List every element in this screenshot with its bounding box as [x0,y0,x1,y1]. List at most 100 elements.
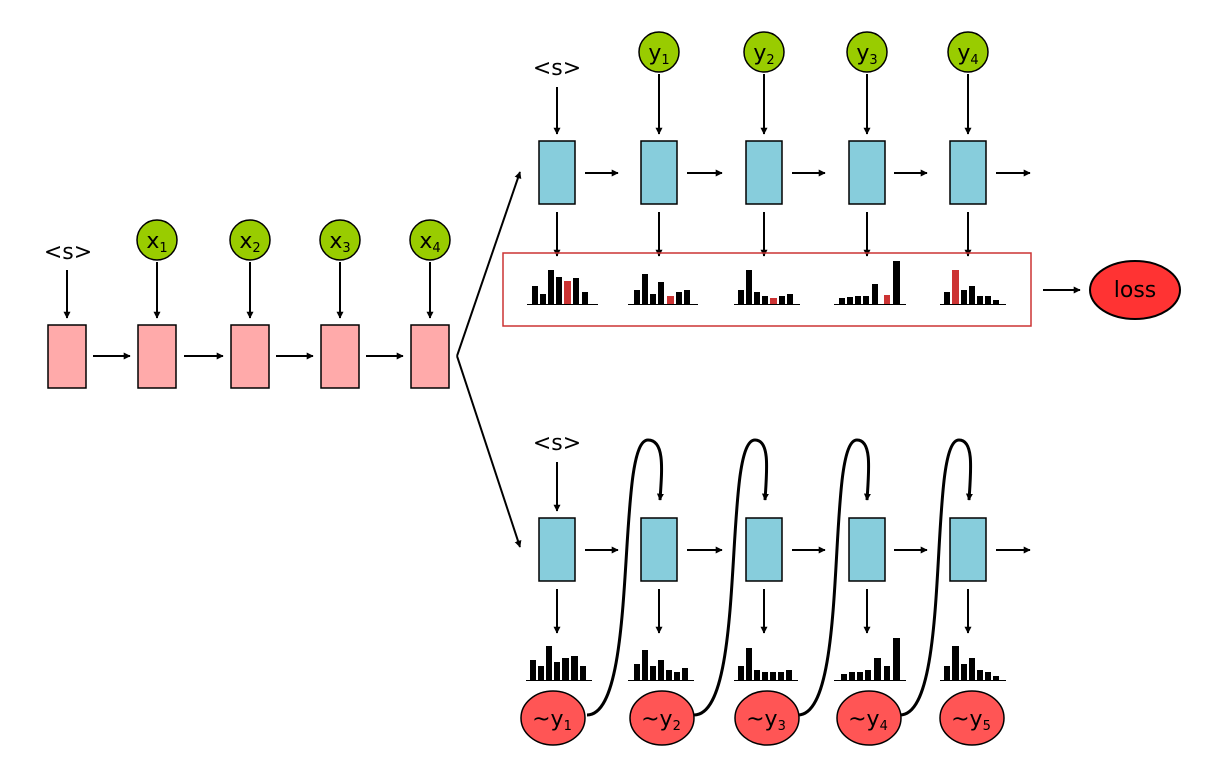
dist-bar [874,658,881,680]
dist-bar [642,650,648,680]
decoder-cell [848,517,886,582]
dist-bar [977,296,983,304]
svg-text:x3: x3 [329,229,350,256]
decoder-cell [949,140,987,205]
sample-label: ~y [641,707,672,732]
input-subscript: 4 [432,241,440,256]
dist-bar [985,296,991,304]
sample-subscript: 4 [880,719,888,734]
dist-bar [985,672,991,680]
encoder-start-token: <s> [44,240,92,265]
encoder-cell [320,324,360,389]
dist-bar [642,274,648,304]
sample-y2: ~y2 [629,690,695,746]
dist-bar [738,666,744,680]
target-y3: y3 [846,31,888,73]
encoder-cell [230,324,270,389]
sampling-decoder: <s> [520,431,1031,746]
encoder-cell [47,324,87,389]
output-distribution [834,261,906,305]
dist-bar [540,294,546,304]
dist-bar [762,296,768,304]
dist-bar [530,660,536,680]
target-label: y [957,41,970,66]
output-distribution [734,270,800,305]
svg-text:y3: y3 [856,41,877,68]
svg-text:y2: y2 [753,41,774,68]
sample-y4: ~y4 [836,690,902,746]
dist-bar [580,666,586,680]
dist-bar [778,672,784,680]
target-node [947,31,989,73]
svg-text:~y1: ~y1 [532,707,572,734]
svg-text:~y4: ~y4 [848,707,888,734]
dist-bar [977,670,983,680]
sample-subscript: 3 [778,719,786,734]
sample-y5: ~y5 [939,690,1005,746]
input-subscript: 1 [159,241,167,256]
dist-bar-target [884,295,890,304]
dist-bar-target [564,281,571,304]
dist-bar [684,290,690,304]
dist-bar [546,646,552,680]
target-label: y [648,41,661,66]
sample-subscript: 1 [564,719,572,734]
encoder-input-x4: x4 [409,219,451,261]
dist-bar [634,664,640,680]
dist-bar [855,296,861,304]
dist-bar [682,668,688,680]
dist-bar [847,297,853,304]
decoder-cell [538,517,576,582]
dist-bar [969,286,975,304]
output-distribution [734,648,798,681]
dist-bar [849,672,855,680]
sample-subscript: 2 [673,719,681,734]
sample-y3: ~y3 [734,690,800,746]
dist-bar [746,270,752,304]
target-node [846,31,888,73]
decoder-cell [538,140,576,205]
dist-bar [754,292,760,304]
dist-bar [650,666,656,680]
encoder-input-x1: x1 [136,219,178,261]
input-subscript: 2 [252,241,260,256]
input-label: x [239,229,252,254]
dist-bar [746,648,752,680]
target-node [743,31,785,73]
output-distribution [628,274,698,305]
sample-label: ~y [532,707,563,732]
svg-text:y1: y1 [648,41,669,68]
decoder-cell [640,140,678,205]
dist-bar [839,298,845,304]
loss-box [502,252,1032,327]
target-subscript: 2 [766,53,774,68]
sample-label: ~y [951,707,982,732]
svg-text:x4: x4 [419,229,440,256]
target-y1: y1 [638,31,680,73]
branch-arrow-top [456,171,522,357]
svg-text:~y3: ~y3 [746,707,786,734]
dist-bar-target [667,296,674,304]
dist-bar [582,292,588,304]
dist-bar [658,660,664,680]
branch-arrow-bottom [456,355,522,548]
dist-bar [893,261,900,304]
dist-bar [571,656,578,680]
dist-bar [786,670,792,680]
output-distribution [834,638,906,681]
dist-bar [538,666,544,680]
dist-bar [658,282,664,304]
sample-node [836,690,902,746]
sample-label: ~y [746,707,777,732]
decoder-start-token: <s> [533,56,581,81]
target-subscript: 1 [661,53,669,68]
input-label: x [146,229,159,254]
dist-bar [556,277,562,304]
dist-bar [872,284,878,304]
sample-y1: ~y1 [520,690,586,746]
loss-node [1089,260,1181,320]
decoder-cell [640,517,678,582]
target-y4: y4 [947,31,989,73]
dist-bar [532,286,538,304]
